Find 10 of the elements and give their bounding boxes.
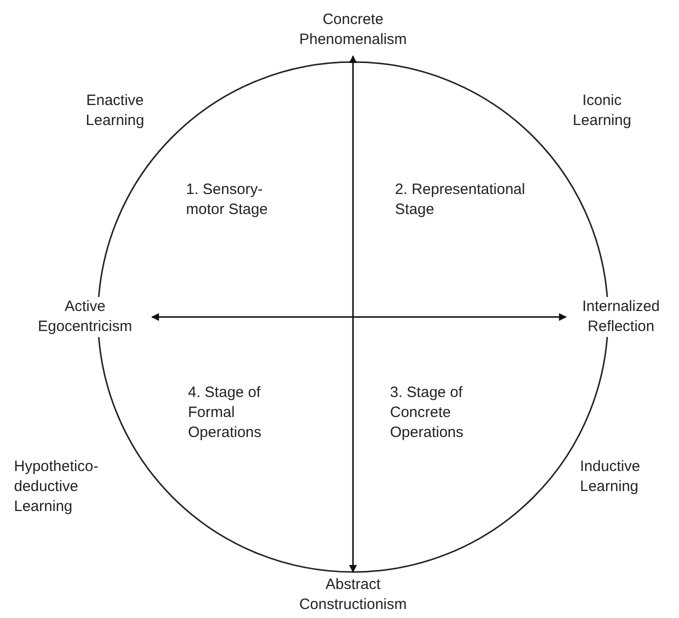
quadrant-label: Hypothetico-deductive Learning: [14, 457, 100, 517]
quadrant-label: 3. Stage of Concrete Operations: [390, 383, 464, 443]
quadrant-label: 2. Representational Stage: [395, 180, 526, 220]
double-arrow: [349, 55, 357, 573]
quadrant-label: 4. Stage of Formal Operations: [188, 383, 262, 443]
quadrant-label: Iconic Learning: [572, 91, 632, 131]
double-arrow: [151, 313, 567, 321]
quadrant-label: Inductive Learning: [580, 457, 642, 497]
quadrant-label: Enactive Learning: [84, 91, 146, 131]
quadrant-label: 1. Sensory-motor Stage: [186, 180, 269, 220]
